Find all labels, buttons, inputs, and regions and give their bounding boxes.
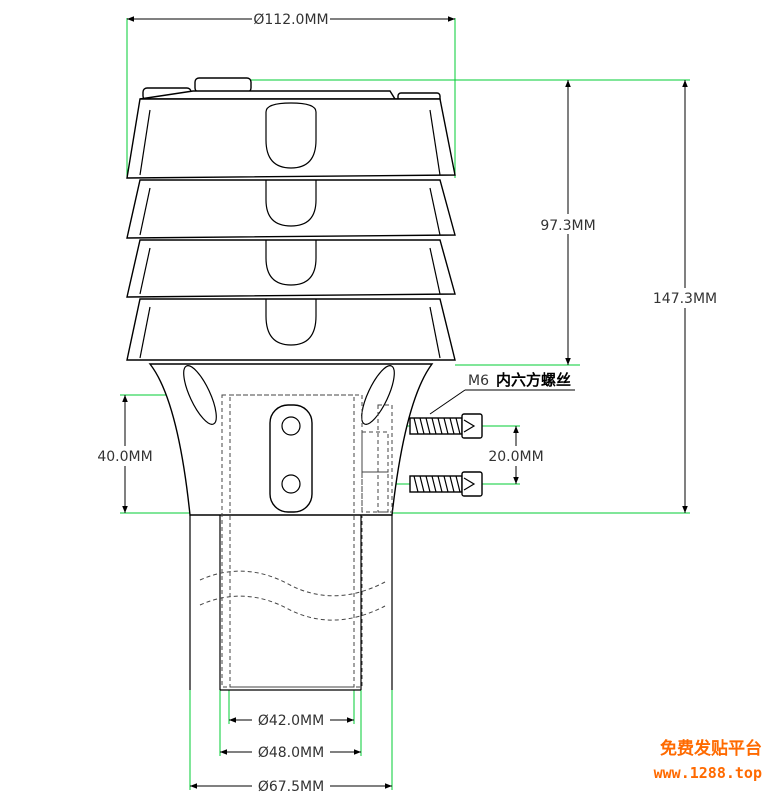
hole-spacing-label: 20.0MM (488, 449, 543, 465)
mount-height-label: 40.0MM (97, 449, 152, 465)
radiation-shield (126, 77, 456, 361)
top-diameter-label: Ø112.0MM (253, 12, 328, 28)
screw-lower (409, 471, 483, 497)
watermark-url: www.1288.top (654, 764, 762, 782)
shield-height-label: 97.3MM (540, 218, 595, 234)
screw-type-label: 内六方螺丝 (496, 371, 571, 389)
watermark-title: 免费发贴平台 (660, 738, 762, 759)
watermark: 免费发贴平台 www.1288.top (654, 738, 762, 782)
pipe-inner-diameter-label: Ø42.0MM (258, 713, 324, 729)
total-height-label: 147.3MM (653, 291, 717, 307)
mount-housing (148, 363, 434, 688)
base-diameter-label: Ø67.5MM (258, 779, 324, 795)
mounting-pipe (189, 515, 393, 691)
screw-upper (409, 413, 483, 439)
hex-screws (409, 389, 575, 497)
pipe-outer-diameter-label: Ø48.0MM (258, 745, 324, 761)
screw-annotation: M6 内六方螺丝 (468, 371, 571, 389)
dimension-labels: Ø112.0MM 97.3MM 147.3MM 40.0MM 20.0MM Ø4… (92, 8, 724, 795)
screw-size-label: M6 (468, 373, 489, 389)
